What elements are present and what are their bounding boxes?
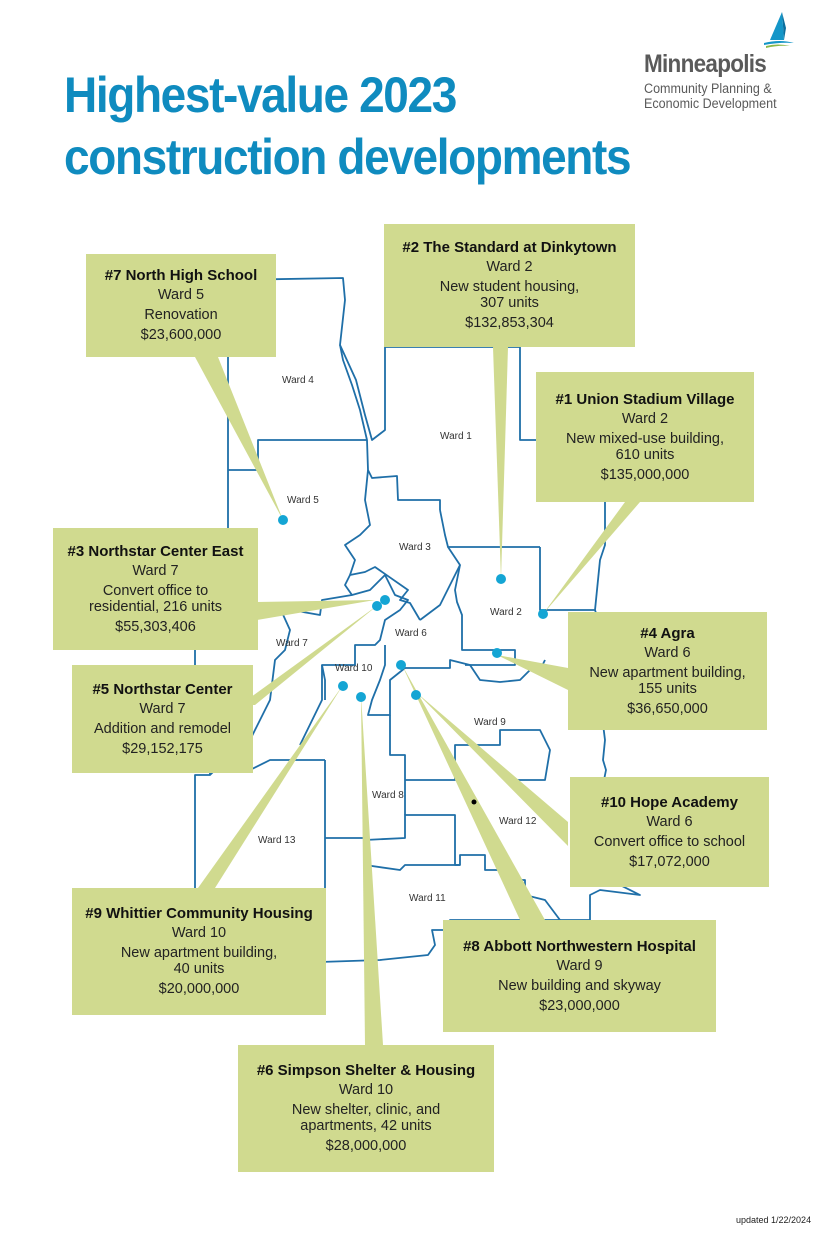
callout-title: #8 Abbott Northwestern Hospital (463, 937, 696, 955)
marker-5 (372, 601, 382, 611)
title-line-2: construction developments (64, 129, 632, 185)
development-markers (278, 515, 548, 702)
callout-ward: Ward 2 (486, 259, 533, 275)
sailboat-icon (764, 12, 794, 48)
callout-union-stadium-village: #1 Union Stadium Village Ward 2 New mixe… (536, 372, 754, 502)
marker-4 (492, 648, 502, 658)
ward-label: Ward 7 (276, 638, 308, 649)
logo-subtitle: Community Planning & Economic Developmen… (644, 81, 777, 111)
ward-label: Ward 12 (499, 816, 537, 827)
callout-abbott-northwestern: #8 Abbott Northwestern Hospital Ward 9 N… (443, 920, 716, 1032)
callout-value: $29,152,175 (122, 740, 203, 757)
callout-description: New student housing, 307 units (439, 279, 580, 311)
callout-value: $135,000,000 (600, 466, 690, 483)
page-title: Highest-value 2023 construction developm… (64, 64, 632, 188)
marker-3 (380, 595, 390, 605)
callout-simpson-shelter: #6 Simpson Shelter & Housing Ward 10 New… (238, 1045, 494, 1172)
callout-northstar-center-east: #3 Northstar Center East Ward 7 Convert … (53, 528, 258, 650)
callout-ward: Ward 7 (132, 562, 179, 579)
callout-value: $23,000,000 (539, 997, 620, 1014)
marker-8 (411, 690, 421, 700)
callout-value: $132,853,304 (465, 315, 554, 331)
callout-north-high-school: #7 North High School Ward 5 Renovation $… (86, 254, 276, 357)
pointer-9 (198, 685, 343, 888)
callout-pointers (195, 347, 640, 1045)
callout-description: New mixed-use building, 610 units (566, 430, 724, 463)
pointer-6 (361, 695, 383, 1045)
ward-label: Ward 9 (474, 717, 506, 728)
callout-description: New apartment building, 155 units (589, 664, 746, 697)
ward-label: Ward 8 (372, 790, 404, 801)
ward-boundaries (194, 277, 641, 966)
callout-ward: Ward 10 (338, 1082, 394, 1098)
ward-label: Ward 10 (335, 663, 373, 674)
ward-label: Ward 6 (395, 628, 427, 639)
callout-title: #3 Northstar Center East (67, 542, 244, 560)
pointer-2 (493, 347, 508, 579)
callout-value: $17,072,000 (629, 853, 710, 870)
ward-labels: Ward 4 Ward 1 Ward 5 Ward 3 Ward 2 Ward … (258, 375, 537, 904)
callout-description: Renovation (144, 307, 218, 323)
callout-ward: Ward 7 (139, 700, 186, 717)
marker-2 (496, 574, 506, 584)
marker-7 (278, 515, 288, 525)
pointer-1 (543, 502, 640, 614)
callout-ward: Ward 5 (157, 287, 205, 303)
marker-6 (356, 692, 366, 702)
callout-hope-academy: #10 Hope Academy Ward 6 Convert office t… (570, 777, 769, 887)
callout-description: New shelter, clinic, and apartments, 42 … (291, 1102, 441, 1134)
callout-ward: Ward 10 (171, 925, 227, 941)
callout-title: #5 Northstar Center (92, 680, 233, 698)
callout-description: Addition and remodel (93, 720, 232, 737)
callout-whittier-community-housing: #9 Whittier Community Housing Ward 10 Ne… (72, 888, 326, 1015)
title-line-1: Highest-value 2023 (64, 67, 457, 123)
callout-value: $55,303,406 (115, 618, 196, 635)
minneapolis-logo: Minneapolis Community Planning & Economi… (640, 10, 810, 115)
callout-description: New apartment building, 40 units (120, 945, 278, 977)
callout-title: #6 Simpson Shelter & Housing (256, 1062, 476, 1079)
callout-ward: Ward 2 (621, 410, 669, 427)
callout-value: $20,000,000 (158, 981, 240, 997)
callout-title: #1 Union Stadium Village (555, 390, 735, 408)
callout-title: #7 North High School (104, 267, 258, 284)
pointer-5 (240, 605, 378, 705)
callout-ward: Ward 6 (646, 813, 693, 830)
pointer-7 (195, 357, 283, 520)
callout-title: #9 Whittier Community Housing (85, 905, 313, 922)
ward-label: Ward 5 (287, 495, 319, 506)
pointer-8 (402, 665, 545, 920)
callout-agra: #4 Agra Ward 6 New apartment building, 1… (568, 612, 767, 730)
callout-description: Convert office to residential, 216 units (89, 582, 222, 615)
pointer-3 (257, 600, 375, 620)
marker-1 (538, 609, 548, 619)
callout-value: $23,600,000 (140, 327, 222, 343)
marker-9 (338, 681, 348, 691)
pointer-10 (417, 693, 568, 846)
callout-standard-dinkytown: #2 The Standard at Dinkytown Ward 2 New … (384, 224, 635, 347)
ward-label: Ward 4 (282, 375, 314, 386)
callout-title: #4 Agra (640, 624, 695, 642)
callout-title: #10 Hope Academy (600, 793, 738, 811)
callout-ward: Ward 6 (644, 644, 691, 661)
ward-label: Ward 11 (409, 893, 446, 904)
callout-ward: Ward 9 (556, 957, 603, 974)
ward-label: Ward 3 (399, 542, 431, 553)
ward-label: Ward 2 (490, 607, 522, 618)
callout-value: $36,650,000 (627, 700, 708, 717)
logo-name: Minneapolis (644, 50, 767, 78)
pointer-4 (497, 655, 568, 690)
callout-description: Convert office to school (593, 833, 746, 850)
callout-description: New building and skyway (498, 977, 661, 994)
callout-value: $28,000,000 (325, 1138, 407, 1154)
callout-title: #2 The Standard at Dinkytown (402, 239, 617, 256)
reference-dot (471, 799, 477, 805)
updated-date: updated 1/22/2024 (736, 1215, 812, 1225)
callout-northstar-center: #5 Northstar Center Ward 7 Addition and … (72, 665, 253, 773)
marker-10 (396, 660, 406, 670)
ward-label: Ward 13 (258, 835, 296, 846)
ward-label: Ward 1 (440, 431, 472, 442)
